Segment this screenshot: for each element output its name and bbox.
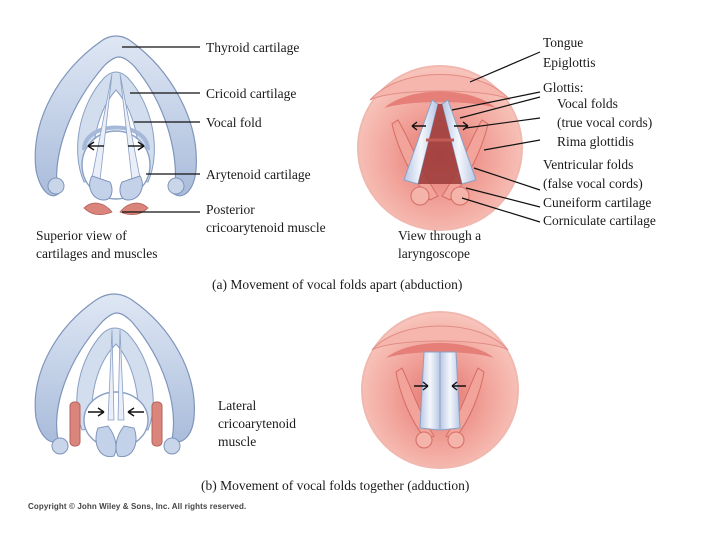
arytenoid-cartilage-shape bbox=[89, 175, 113, 201]
thyroid-cartilage-shape bbox=[34, 35, 197, 197]
label-false-vocal-cords: (false vocal cords) bbox=[543, 176, 643, 191]
vocal-fold-shape-b bbox=[107, 329, 115, 421]
laryngoscope-view-b bbox=[361, 311, 519, 469]
label-lateral-cricoarytenoid: Lateral cricoarytenoid muscle bbox=[218, 398, 296, 449]
copyright-notice: Copyright © John Wiley & Sons, Inc. All … bbox=[28, 502, 247, 511]
label-arytenoid-cartilage: Arytenoid cartilage bbox=[206, 167, 311, 182]
label-corniculate-cartilage: Corniculate cartilage bbox=[543, 213, 656, 228]
label-cricoid-cartilage: Cricoid cartilage bbox=[206, 86, 297, 101]
label-view-through-laryngoscope: View through a laryngoscope bbox=[398, 228, 482, 261]
superior-view-cartilages-b bbox=[34, 293, 195, 458]
label-cuneiform-cartilage: Cuneiform cartilage bbox=[543, 195, 652, 210]
label-vocal-folds: Vocal folds bbox=[557, 96, 618, 111]
label-glottis: Glottis: bbox=[543, 80, 584, 95]
leader-lines-a-left bbox=[122, 46, 200, 213]
label-rima-glottidis: Rima glottidis bbox=[557, 134, 634, 149]
label-ventricular-folds: Ventricular folds bbox=[543, 157, 634, 172]
label-thyroid-cartilage: Thyroid cartilage bbox=[206, 40, 300, 55]
laryngoscope-view-a bbox=[357, 65, 523, 231]
label-epiglottis: Epiglottis bbox=[543, 55, 596, 70]
label-tongue: Tongue bbox=[543, 35, 584, 50]
label-vocal-fold: Vocal fold bbox=[206, 115, 262, 130]
lateral-cricoarytenoid-shape bbox=[69, 401, 81, 447]
caption-panel-a: (a) Movement of vocal folds apart (abduc… bbox=[212, 277, 463, 292]
leader-lines-a-right bbox=[451, 51, 541, 223]
caption-panel-b: (b) Movement of vocal folds together (ad… bbox=[201, 478, 470, 493]
posterior-cricoarytenoid-shape bbox=[83, 202, 113, 216]
vocal-folds-closed bbox=[419, 351, 441, 431]
label-posterior-cricoarytenoid: Posterior cricoarytenoid muscle bbox=[206, 202, 326, 235]
label-superior-view: Superior view of cartilages and muscles bbox=[36, 228, 158, 261]
label-true-vocal-cords: (true vocal cords) bbox=[557, 115, 653, 130]
superior-view-cartilages-a bbox=[34, 35, 197, 216]
